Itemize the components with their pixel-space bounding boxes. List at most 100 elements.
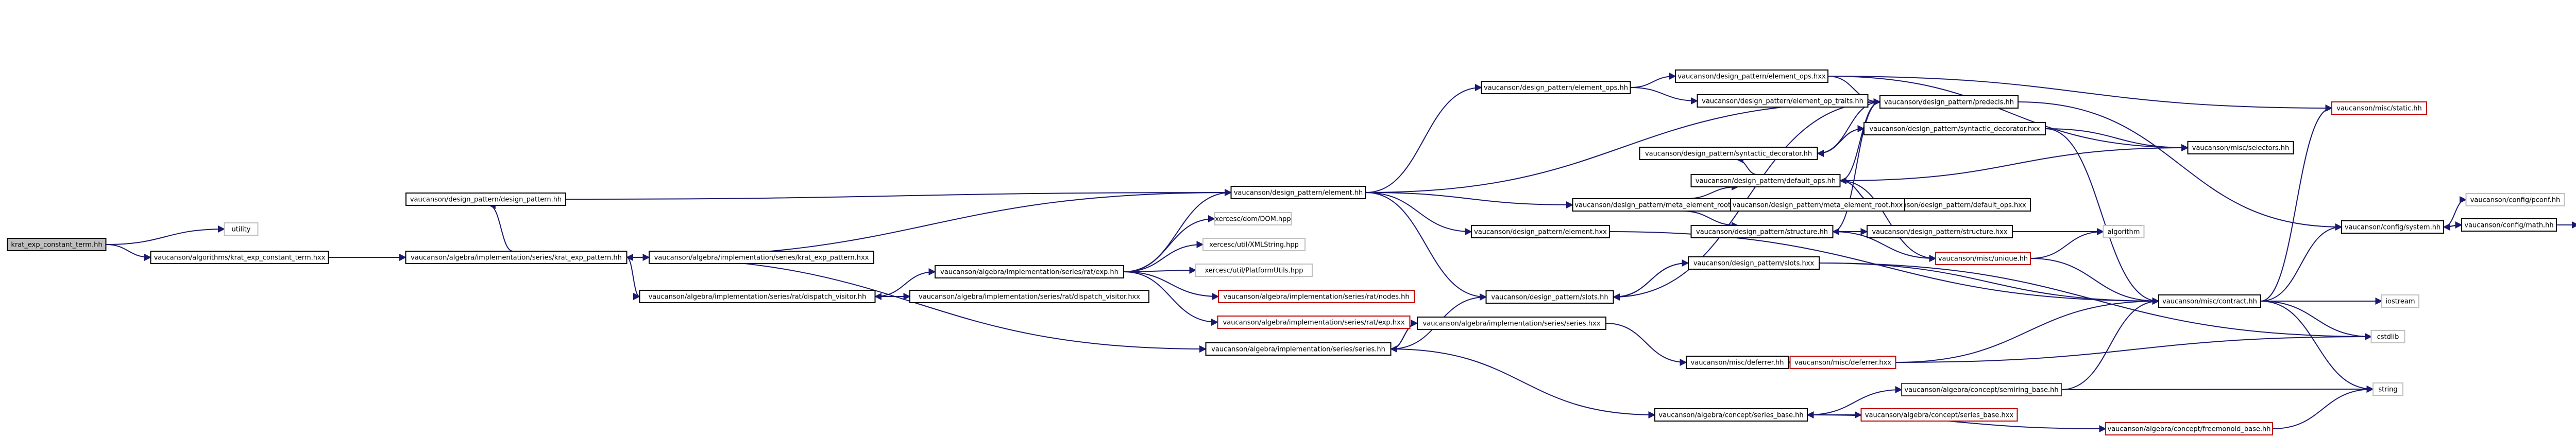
node-label: xercesc/util/XMLString.hpp	[1209, 241, 1299, 249]
graph-node[interactable]: vaucanson/misc/deferrer.hxx	[1789, 356, 1896, 369]
node-label: vaucanson/design_pattern/default_ops.hxx	[1882, 202, 2026, 209]
graph-node[interactable]: vaucanson/design_pattern/element.hxx	[1471, 225, 1610, 238]
graph-node[interactable]: vaucanson/algebra/concept/semiring_base.…	[1901, 383, 2062, 396]
graph-node[interactable]: vaucanson/design_pattern/slots.hh	[1485, 290, 1614, 304]
node-label: vaucanson/algebra/implementation/series/…	[649, 293, 867, 301]
graph-node[interactable]: vaucanson/algebra/concept/series_base.hh	[1654, 408, 1808, 422]
graph-node[interactable]: vaucanson/algebra/implementation/series/…	[405, 251, 628, 264]
graph-node[interactable]: vaucanson/algebra/implementation/series/…	[1218, 290, 1415, 303]
graph-node[interactable]: vaucanson/algebra/implementation/series/…	[649, 251, 874, 264]
edge-n4-n8	[626, 189, 1232, 258]
graph-node[interactable]: vaucanson/misc/selectors.hh	[2187, 141, 2294, 154]
node-box	[7, 238, 107, 251]
node-box	[2187, 141, 2294, 154]
node-box	[2331, 101, 2427, 115]
graph-node[interactable]: vaucanson/design_pattern/predecls.hh	[1879, 95, 2019, 109]
graph-node[interactable]: vaucanson/algebra/implementation/series/…	[909, 290, 1149, 303]
node-box	[1789, 356, 1896, 369]
edge-n9-n10	[1123, 215, 1215, 272]
node-label: utility	[232, 226, 251, 234]
edge-n31-n32	[1605, 323, 1687, 366]
graph-node[interactable]: vaucanson/misc/deferrer.hh	[1686, 356, 1789, 369]
node-box	[1901, 383, 2062, 396]
edge-n9-n13	[1123, 271, 1219, 300]
edge-n44-n42	[2443, 223, 2462, 231]
graph-node[interactable]: vaucanson/algebra/implementation/series/…	[1417, 317, 1606, 330]
node-label: vaucanson/config/pconf.hh	[2470, 197, 2561, 204]
node-box	[1654, 408, 1808, 422]
graph-node[interactable]: vaucanson/design_pattern/slots.hxx	[1688, 256, 1820, 270]
node-label: vaucanson/algebra/implementation/series/…	[919, 293, 1140, 301]
edge-n40-n42	[2260, 223, 2343, 302]
graph-node[interactable]: vaucanson/config/system.hh	[2341, 220, 2444, 234]
node-box	[1690, 174, 1841, 187]
graph-node[interactable]: vaucanson/misc/contract.hh	[2158, 294, 2261, 308]
edge-n16-n17	[1630, 73, 1676, 88]
graph-node[interactable]: vaucanson/design_pattern/syntactic_decor…	[1863, 122, 2046, 135]
graph-node[interactable]: vaucanson/design_pattern/meta_element_ro…	[1730, 198, 1905, 212]
graph-node[interactable]: vaucanson/algebra/implementation/series/…	[1205, 342, 1392, 356]
graph-node[interactable]: algorithm	[2103, 225, 2145, 238]
edge-n30-n48	[1819, 263, 2372, 340]
node-box	[935, 265, 1124, 278]
edge-n17-n41	[1827, 76, 2333, 112]
graph-node[interactable]: string	[2372, 382, 2403, 396]
graph-node[interactable]: vaucanson/design_pattern/meta_element_ro…	[1572, 198, 1744, 212]
graph-node[interactable]: vaucanson/design_pattern/structure.hh	[1690, 225, 1834, 238]
graph-node[interactable]: vaucanson/algebra/implementation/series/…	[639, 290, 876, 303]
node-box	[1730, 198, 1905, 212]
graph-node[interactable]: iostream	[2381, 294, 2419, 308]
node-label: vaucanson/design_pattern/slots.hxx	[1693, 260, 1815, 268]
graph-node[interactable]: vaucanson/design_pattern/structure.hxx	[1867, 225, 2013, 238]
node-box	[2461, 218, 2557, 232]
edge-n26-n39	[1833, 231, 1937, 262]
graph-node[interactable]: cstdlib	[2370, 330, 2405, 343]
graph-node[interactable]: vaucanson/algorithms/krat_exp_constant_t…	[150, 251, 329, 264]
node-box	[1686, 356, 1789, 369]
edge-n4-n6	[626, 257, 640, 300]
edge-n34-n35	[1807, 386, 1903, 415]
node-label: vaucanson/design_pattern/design_pattern.…	[410, 196, 562, 204]
graph-node[interactable]: vaucanson/algebra/concept/series_base.hx…	[1860, 408, 2018, 422]
node-label: vaucanson/design_pattern/element_op_trai…	[1702, 98, 1863, 106]
graph-node[interactable]: vaucanson/design_pattern/design_pattern.…	[405, 193, 566, 206]
graph-node[interactable]: vaucanson/misc/unique.hh	[1935, 252, 2031, 265]
graph-node: krat_exp_constant_term.hh	[7, 238, 107, 251]
graph-node[interactable]: xercesc/util/PlatformUtils.hpp	[1195, 264, 1313, 277]
node-box	[150, 251, 329, 264]
graph-node[interactable]: vaucanson/algebra/concept/freemonoid_bas…	[2105, 422, 2273, 435]
node-label: vaucanson/misc/deferrer.hxx	[1794, 359, 1891, 367]
node-label: vaucanson/design_pattern/syntactic_decor…	[1645, 150, 1812, 158]
edge-n39-n46	[2030, 228, 2104, 259]
edge-n21-n38	[2045, 128, 2189, 151]
node-label: vaucanson/design_pattern/structure.hxx	[1872, 229, 2007, 236]
graph-node[interactable]: xercesc/dom/DOM.hpp	[1214, 212, 1292, 225]
node-box	[1879, 95, 2019, 109]
graph-node[interactable]: vaucanson/misc/static.hh	[2331, 101, 2427, 115]
node-box	[2158, 294, 2261, 308]
node-box	[1860, 408, 2018, 422]
edge-n15-n34	[1391, 348, 1656, 418]
node-box	[1195, 264, 1313, 277]
edge-n26-n19	[1833, 98, 1881, 232]
node-box	[2341, 220, 2444, 234]
edge-n24-n22	[1685, 183, 1739, 199]
graph-node[interactable]: vaucanson/design_pattern/element_op_trai…	[1697, 94, 1869, 108]
graph-node[interactable]: utility	[224, 222, 259, 236]
graph-node[interactable]: vaucanson/design_pattern/element_ops.hh	[1481, 81, 1631, 94]
graph-node[interactable]: vaucanson/design_pattern/syntactic_decor…	[1639, 147, 1818, 160]
node-label: vaucanson/algebra/concept/series_base.hx…	[1865, 412, 2014, 419]
graph-node[interactable]: vaucanson/algebra/implementation/series/…	[935, 265, 1124, 278]
graph-node[interactable]: vaucanson/algebra/implementation/series/…	[1217, 316, 1411, 329]
node-label: vaucanson/algebra/implementation/series/…	[940, 269, 1118, 276]
node-box	[2105, 422, 2273, 435]
graph-node[interactable]: vaucanson/config/math.hh	[2461, 218, 2557, 232]
node-box	[1690, 225, 1834, 238]
graph-node[interactable]: vaucanson/config/pconf.hh	[2465, 193, 2565, 206]
graph-node[interactable]: vaucanson/design_pattern/default_ops.hh	[1690, 174, 1841, 187]
node-box	[2381, 294, 2419, 308]
graph-node[interactable]: xercesc/util/XMLString.hpp	[1202, 238, 1306, 251]
graph-node[interactable]: vaucanson/design_pattern/element_ops.hxx	[1675, 69, 1828, 83]
node-box	[405, 251, 628, 264]
graph-node[interactable]: vaucanson/design_pattern/element.hh	[1230, 186, 1366, 199]
